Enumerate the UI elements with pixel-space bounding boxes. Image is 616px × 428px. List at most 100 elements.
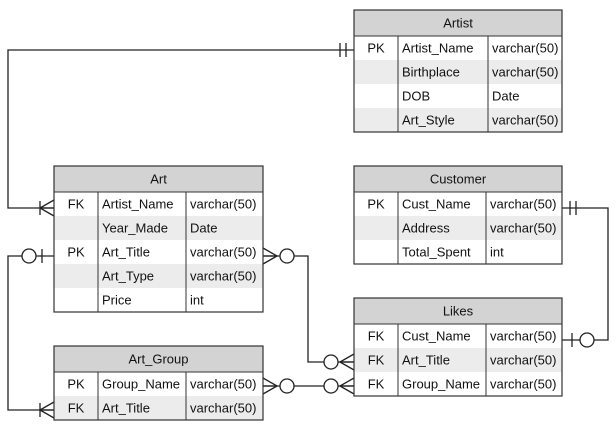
entity-header — [354, 166, 562, 192]
zero-marker — [279, 248, 295, 264]
entity-title: Customer — [430, 172, 487, 187]
connector-line — [263, 255, 354, 363]
column-name: Art_Title — [102, 245, 150, 260]
row-stripe — [354, 216, 562, 240]
relationship-lines — [7, 43, 609, 419]
crows-foot-marker — [39, 199, 55, 209]
zero-marker — [323, 378, 339, 394]
crows-foot-marker — [339, 353, 355, 363]
key-label: PK — [367, 197, 385, 212]
column-type: varchar(50) — [190, 245, 256, 260]
column-type: varchar(50) — [490, 197, 556, 212]
crows-foot-marker — [262, 255, 278, 265]
column-name: Birthplace — [402, 65, 460, 80]
entity-header — [354, 298, 562, 324]
column-name: Address — [402, 221, 450, 236]
crows-foot-marker — [262, 385, 278, 395]
column-type: varchar(50) — [490, 353, 556, 368]
zero-marker — [279, 378, 295, 394]
entity-header — [54, 166, 263, 192]
row-stripe — [354, 60, 562, 84]
entity-title: Art_Group — [129, 352, 189, 367]
crows-foot-marker — [339, 385, 355, 395]
column-type: varchar(50) — [490, 221, 556, 236]
column-type: varchar(50) — [490, 377, 556, 392]
entity-header — [54, 346, 263, 372]
entity-title: Art — [150, 172, 167, 187]
entity-border — [53, 165, 264, 313]
column-name: Total_Spent — [402, 245, 471, 260]
column-type: varchar(50) — [190, 197, 256, 212]
key-label: PK — [67, 377, 85, 392]
column-type: int — [490, 245, 504, 260]
connector-line — [7, 255, 54, 411]
column-name: Artist_Name — [102, 197, 174, 212]
crows-foot-marker — [39, 401, 55, 411]
crows-foot-marker — [339, 377, 355, 387]
crows-foot-marker — [39, 409, 55, 419]
column-type: varchar(50) — [490, 329, 556, 344]
connector-line — [7, 49, 354, 209]
column-name: Cust_Name — [402, 197, 471, 212]
column-name: Art_Title — [102, 401, 150, 416]
key-label: FK — [68, 197, 85, 212]
column-name: Price — [102, 293, 132, 308]
zero-marker — [579, 332, 595, 348]
relationship-art-likes — [262, 247, 355, 371]
column-name: Artist_Name — [402, 41, 474, 56]
key-label: PK — [67, 245, 85, 260]
entity-title: Artist — [443, 16, 473, 31]
row-stripe — [354, 108, 562, 132]
key-label: FK — [368, 329, 385, 344]
zero-marker — [323, 354, 339, 370]
entity-border — [353, 297, 563, 397]
column-type: varchar(50) — [492, 41, 558, 56]
relationship-artist-art — [7, 43, 354, 217]
entity-border — [353, 9, 563, 133]
column-name: Group_Name — [102, 377, 180, 392]
crows-foot-marker — [262, 377, 278, 387]
key-label: FK — [368, 353, 385, 368]
column-name: Art_Style — [402, 113, 455, 128]
crows-foot-marker — [39, 207, 55, 217]
column-type: varchar(50) — [190, 377, 256, 392]
crows-foot-marker — [262, 247, 278, 257]
column-name: Cust_Name — [402, 329, 471, 344]
row-stripe — [354, 348, 562, 372]
relationship-artgroup-likes — [262, 377, 355, 395]
row-stripe — [54, 264, 263, 288]
column-type: Date — [492, 89, 519, 104]
key-label: FK — [68, 401, 85, 416]
entity-header — [354, 10, 562, 36]
crows-foot-marker — [339, 361, 355, 371]
column-type: varchar(50) — [492, 65, 558, 80]
zero-marker — [21, 248, 37, 264]
column-name: Art_Title — [402, 353, 450, 368]
column-type: varchar(50) — [190, 269, 256, 284]
column-type: varchar(50) — [190, 401, 256, 416]
row-stripe — [54, 216, 263, 240]
row-stripe — [54, 396, 263, 420]
column-type: varchar(50) — [492, 113, 558, 128]
key-label: PK — [367, 41, 385, 56]
entity-title: Likes — [443, 304, 474, 319]
column-name: Year_Made — [102, 221, 168, 236]
relationship-art-artgroup — [7, 248, 55, 419]
column-name: Group_Name — [402, 377, 480, 392]
entity-border — [53, 345, 264, 421]
key-label: FK — [368, 377, 385, 392]
column-type: Date — [190, 221, 217, 236]
relationship-customer-likes — [562, 201, 609, 348]
entity-border — [353, 165, 563, 265]
column-name: Art_Type — [102, 269, 154, 284]
column-type: int — [190, 293, 204, 308]
column-name: DOB — [402, 89, 430, 104]
connector-line — [562, 207, 609, 341]
